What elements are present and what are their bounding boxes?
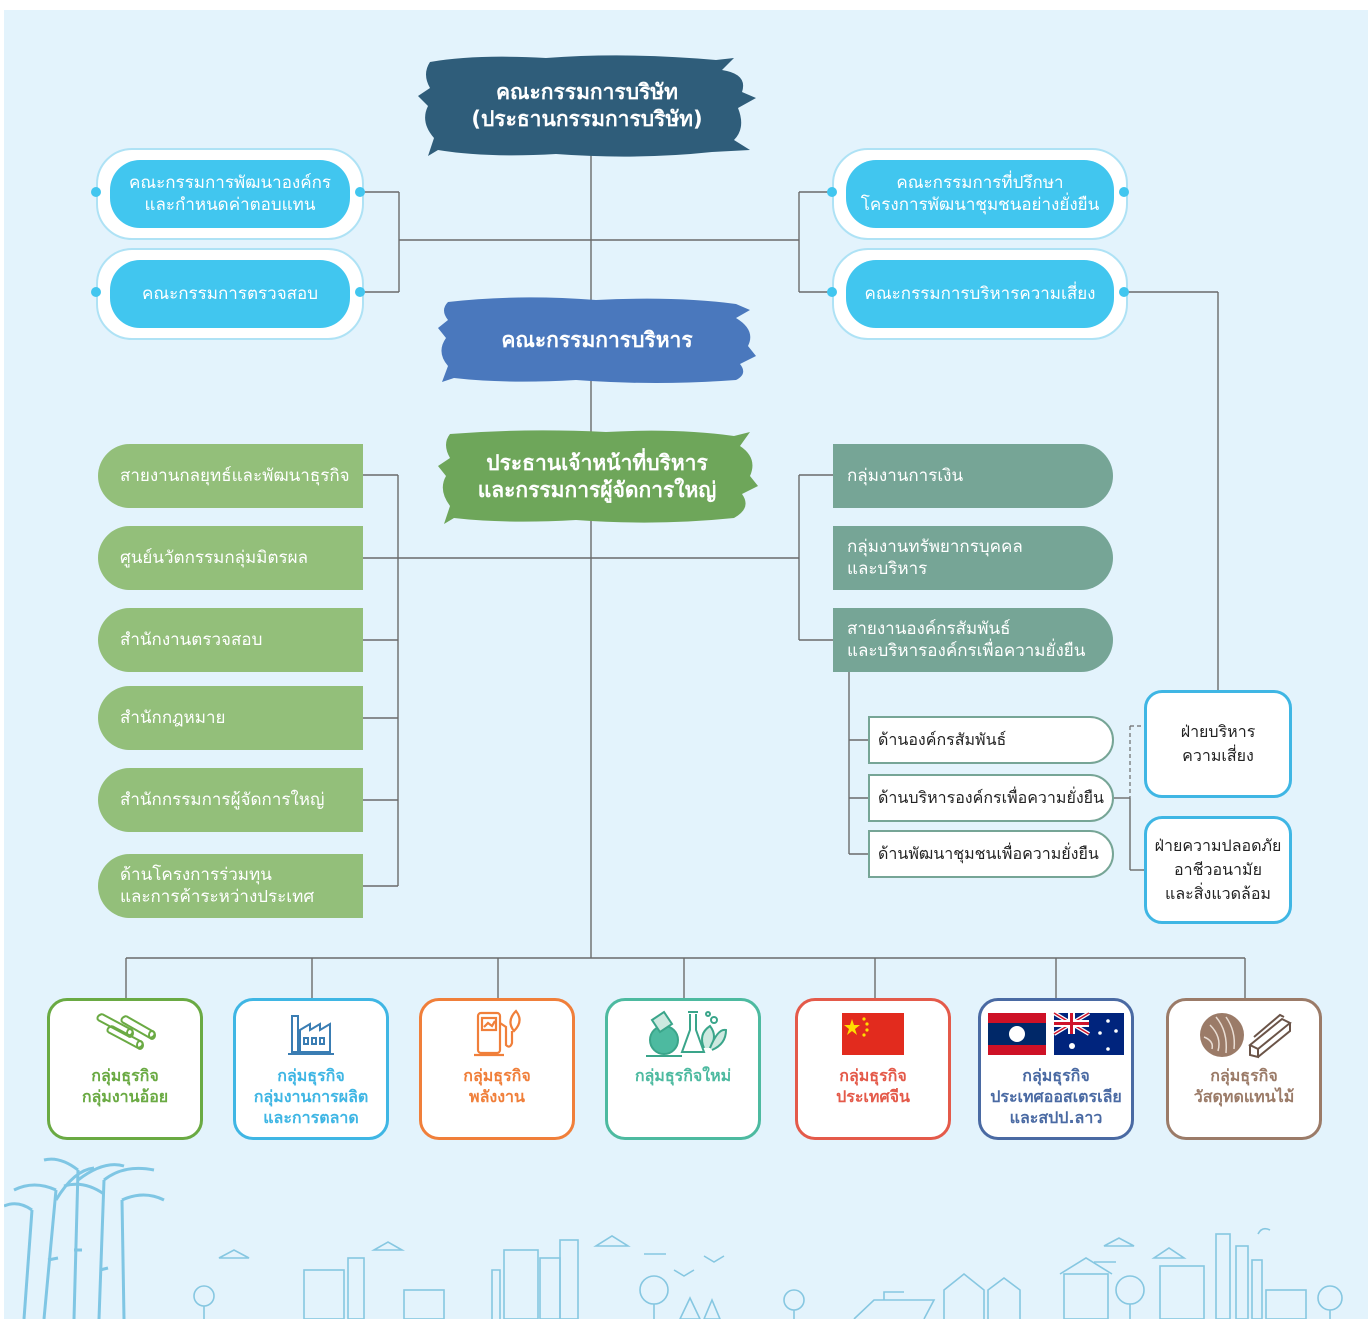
- dept-label-line2: อาชีวอนามัย: [1174, 860, 1262, 879]
- unit-office-of-president: สำนักกรรมการผู้จัดการใหญ่: [98, 768, 363, 832]
- unit-label: สำนักกฎหมาย: [120, 708, 226, 728]
- ceo-and-president: ประธานเจ้าหน้าที่บริหาร และกรรมการผู้จัด…: [436, 428, 758, 526]
- subunit-sustainability-management: ด้านบริหารองค์กรเพื่อความยั่งยืน: [868, 774, 1114, 822]
- connector-dot: [1119, 187, 1129, 197]
- unit-innovation-center: ศูนย์นวัตกรรมกลุ่มมิตรผล: [98, 526, 363, 590]
- brush-shape: [438, 430, 758, 524]
- business-unit-label-line: กลุ่มธุรกิจ: [91, 1066, 159, 1085]
- connector-dot: [1119, 287, 1129, 297]
- subunit-label: ด้านองค์กรสัมพันธ์: [878, 729, 1007, 749]
- unit-label-line1: ด้านโครงการร่วมทุน: [120, 865, 272, 885]
- unit-label: สำนักงานตรวจสอบ: [120, 630, 263, 650]
- business-unit-label-line: กลุ่มธุรกิจ: [1022, 1066, 1090, 1085]
- factory-icon: [288, 1015, 334, 1055]
- business-unit-label-line: และการตลาด: [263, 1108, 359, 1127]
- unit-label: กลุ่มงานการเงิน: [847, 466, 964, 486]
- executive-committee-label: คณะกรรมการบริหาร: [501, 327, 693, 352]
- business-unit-label-line: ประเทศจีน: [836, 1087, 910, 1106]
- ceo-title-line1: ประธานเจ้าหน้าที่บริหาร: [486, 451, 708, 475]
- dept-label-line1: ฝ่ายบริหาร: [1180, 722, 1256, 741]
- ceo-title-line2: และกรรมการผู้จัดการใหญ่: [477, 478, 717, 502]
- unit-internal-audit: สำนักงานตรวจสอบ: [98, 608, 363, 672]
- committee-label-line1: คณะกรรมการพัฒนาองค์กร: [128, 173, 332, 193]
- unit-label-line2: และบริหาร: [847, 559, 928, 579]
- connector-dot: [827, 187, 837, 197]
- unit-label: ศูนย์นวัตกรรมกลุ่มมิตรผล: [120, 548, 309, 568]
- subunit-label: ด้านพัฒนาชุมชนเพื่อความยั่งยืน: [878, 843, 1099, 863]
- committee-advisory-sustainable-community: คณะกรรมการที่ปรึกษา โครงการพัฒนาชุมชนอย่…: [832, 148, 1128, 240]
- subunit-corporate-relations: ด้านองค์กรสัมพันธ์: [868, 716, 1114, 764]
- business-unit-new-business: กลุ่มธุรกิจใหม่: [605, 998, 761, 1140]
- dept-safety-health-environment: ฝ่ายความปลอดภัย อาชีวอนามัย และสิ่งแวดล้…: [1144, 816, 1292, 924]
- business-unit-sugarcane: กลุ่มธุรกิจ กลุ่มงานอ้อย: [47, 998, 203, 1140]
- committee-risk-management: คณะกรรมการบริหารความเสี่ยง: [832, 248, 1128, 340]
- business-unit-label-line: กลุ่มธุรกิจใหม่: [634, 1066, 732, 1085]
- city-decoration: [193, 1227, 1343, 1319]
- executive-committee: คณะกรรมการบริหาร: [436, 294, 758, 386]
- business-unit-label-line: กลุ่มงานอ้อย: [81, 1087, 169, 1106]
- unit-joint-venture-international-trade: ด้านโครงการร่วมทุน และการค้าระหว่างประเท…: [98, 854, 363, 918]
- org-chart-canvas: คณะกรรมการบริษัท (ประธานกรรมการบริษัท) ค…: [4, 10, 1368, 1319]
- china-flag-icon: [842, 1013, 904, 1055]
- dept-risk-management: ฝ่ายบริหาร ความเสี่ยง: [1144, 690, 1292, 798]
- brush-shape: [438, 297, 756, 383]
- board-title-line2: (ประธานกรรมการบริษัท): [471, 107, 703, 131]
- board-of-directors: คณะกรรมการบริษัท (ประธานกรรมการบริษัท): [416, 52, 758, 160]
- landscape-illustration: [4, 1157, 1343, 1319]
- subunit-label: ด้านบริหารองค์กรเพื่อความยั่งยืน: [878, 787, 1104, 807]
- committee-nomination-remuneration: คณะกรรมการพัฒนาองค์กร และกำหนดค่าตอบแทน: [96, 148, 364, 240]
- business-unit-label-line: พลังงาน: [469, 1087, 525, 1106]
- unit-label-line2: และการค้าระหว่างประเทศ: [120, 887, 315, 907]
- business-unit-label-line: กลุ่มธุรกิจ: [839, 1066, 907, 1085]
- unit-label: สำนักกรรมการผู้จัดการใหญ่: [120, 790, 325, 810]
- connector-dot: [91, 187, 101, 197]
- committee-label: คณะกรรมการบริหารความเสี่ยง: [864, 284, 1096, 304]
- connector-lines: [125, 150, 1246, 998]
- brush-shape: [418, 55, 756, 157]
- business-unit-label-line: กลุ่มงานการผลิต: [253, 1087, 369, 1106]
- fuel-pump-icon: [474, 1009, 521, 1057]
- science-icon: [646, 1010, 728, 1057]
- connector-dot: [355, 187, 365, 197]
- business-unit-label-line: และสปป.ลาว: [1009, 1108, 1103, 1127]
- unit-corporate-relations-sustainability: สายงานองค์กรสัมพันธ์ และบริหารองค์กรเพื่…: [833, 608, 1113, 672]
- dept-label-line1: ฝ่ายความปลอดภัย: [1154, 836, 1282, 855]
- business-unit-australia-laos: กลุ่มธุรกิจ ประเทศออสเตรเลีย และสปป.ลาว: [978, 998, 1134, 1140]
- business-unit-label-line: กลุ่มธุรกิจ: [463, 1066, 531, 1085]
- sugarcane-decoration: [4, 1157, 165, 1319]
- business-unit-wood-substitute: กลุ่มธุรกิจ วัสดุทดแทนไม้: [1166, 998, 1322, 1140]
- committee-label-line1: คณะกรรมการที่ปรึกษา: [896, 173, 1064, 193]
- wood-icon: [1200, 1013, 1292, 1059]
- business-unit-label-line: ประเทศออสเตรเลีย: [990, 1087, 1122, 1106]
- dept-label-line2: ความเสี่ยง: [1182, 746, 1254, 765]
- dept-label-line3: และสิ่งแวดล้อม: [1165, 884, 1271, 903]
- connector-dot: [355, 287, 365, 297]
- committee-label-line2: และกำหนดค่าตอบแทน: [144, 195, 316, 215]
- committee-label-line2: โครงการพัฒนาชุมชนอย่างยั่งยืน: [860, 195, 1100, 215]
- unit-legal: สำนักกฎหมาย: [98, 686, 363, 750]
- business-unit-label-line: วัสดุทดแทนไม้: [1193, 1087, 1295, 1106]
- connector-dot: [827, 287, 837, 297]
- unit-label: สายงานกลยุทธ์และพัฒนาธุรกิจ: [120, 466, 350, 486]
- subunit-community-development: ด้านพัฒนาชุมชนเพื่อความยั่งยืน: [868, 830, 1114, 878]
- business-unit-energy: กลุ่มธุรกิจ พลังงาน: [419, 998, 575, 1140]
- unit-human-resources-admin: กลุ่มงานทรัพยากรบุคคล และบริหาร: [833, 526, 1113, 590]
- sugarcane-icon: [96, 1013, 156, 1050]
- connector-dot: [91, 287, 101, 297]
- unit-strategy-business-development: สายงานกลยุทธ์และพัฒนาธุรกิจ: [98, 444, 363, 508]
- board-title-line1: คณะกรรมการบริษัท: [495, 80, 678, 104]
- business-unit-production-marketing: กลุ่มธุรกิจ กลุ่มงานการผลิต และการตลาด: [233, 998, 389, 1140]
- laos-australia-flags-icon: [988, 1011, 1124, 1055]
- committee-audit: คณะกรรมการตรวจสอบ: [96, 248, 364, 340]
- unit-label-line2: และบริหารองค์กรเพื่อความยั่งยืน: [847, 641, 1086, 661]
- unit-finance: กลุ่มงานการเงิน: [833, 444, 1113, 508]
- business-unit-label-line: กลุ่มธุรกิจ: [277, 1066, 345, 1085]
- business-unit-china: กลุ่มธุรกิจ ประเทศจีน: [795, 998, 951, 1140]
- business-unit-label-line: กลุ่มธุรกิจ: [1210, 1066, 1278, 1085]
- unit-label-line1: สายงานองค์กรสัมพันธ์: [847, 619, 1011, 639]
- unit-label-line1: กลุ่มงานทรัพยากรบุคคล: [847, 537, 1023, 557]
- committee-label: คณะกรรมการตรวจสอบ: [141, 284, 319, 304]
